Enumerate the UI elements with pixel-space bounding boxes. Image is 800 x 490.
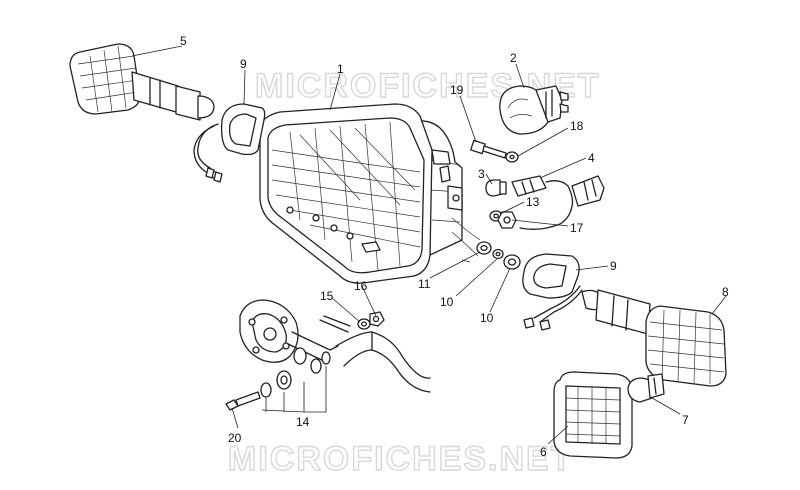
callout-14: 14 [296,415,310,429]
washer-12 [476,241,492,255]
callout-2: 2 [510,51,517,65]
callout-11: 10 [440,295,454,309]
headlamp [259,103,463,284]
turn-signal-bulb-7 [627,373,665,403]
grommet-9-right [522,253,583,331]
parking-bulb-3 [485,179,507,197]
callout-13: 13 [526,195,540,209]
bulb-holder-4 [511,175,605,230]
callout-12: 11 [418,277,431,291]
callout-7: 7 [682,413,689,427]
callout-17: 16 [354,279,368,293]
turn-signal-lens-6 [553,371,633,459]
callout-labels: 5 9 1 2 19 18 4 3 13 17 11 10 10 9 8 7 6… [180,34,729,459]
headlamp-bulb [499,85,569,135]
callout-8: 8 [722,285,729,299]
callout-5: 5 [180,34,187,48]
mount-assembly-14 [225,299,431,411]
callout-10: 10 [480,311,494,325]
callout-18: 17 [570,221,584,235]
callout-16: 15 [320,289,334,303]
callout-19: 18 [570,119,584,133]
callout-4: 4 [588,151,595,165]
callout-3: 3 [478,167,485,181]
washer-18 [497,211,517,229]
screw-15 [470,139,507,159]
nut-17 [369,311,385,327]
washer-10 [503,254,521,270]
turn-signal-5 [69,43,215,121]
callout-1: 1 [337,62,344,76]
callout-15: 19 [450,83,464,97]
callout-20: 20 [228,431,242,445]
leader-lines [131,45,727,445]
turn-signal-8 [581,289,727,387]
watermark-bottom: MICROFICHES.NET [228,440,573,478]
callout-9-right: 9 [610,259,617,273]
grommet-9-left [193,103,266,183]
washer-11 [492,248,504,260]
callout-9-left: 9 [240,57,247,71]
washer-19 [505,151,519,163]
washer-16 [357,318,371,330]
callout-6: 6 [540,445,547,459]
